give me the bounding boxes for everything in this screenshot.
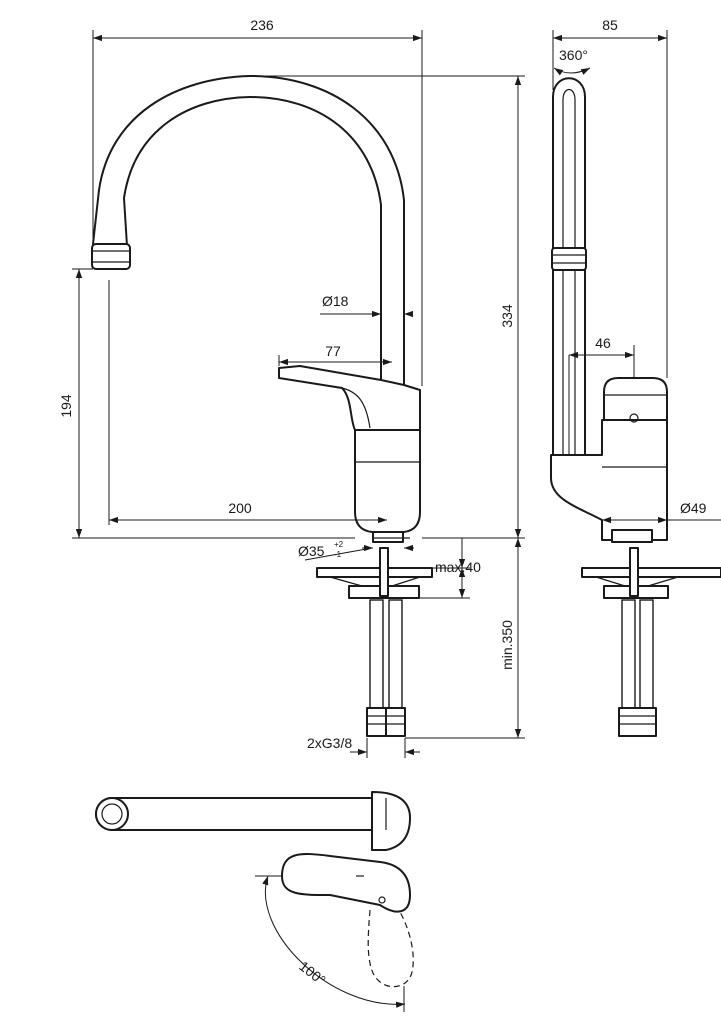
connector-stub: [372, 531, 404, 543]
top-lever: [281, 853, 411, 913]
spout-reach-label: 200: [228, 500, 252, 516]
side-body: [550, 419, 668, 541]
side-dimensions: 85 360° 46 Ø49: [552, 17, 721, 524]
spout-outline-outer: [92, 75, 405, 386]
side-indicator-dot: [629, 413, 639, 423]
top-view: 100°: [95, 791, 414, 1012]
top-spout-end-inner: [101, 803, 123, 825]
mounting-plate: [316, 567, 433, 578]
side-hose-right: [639, 599, 654, 709]
tolerance-lower: -1: [334, 550, 342, 559]
connections-label: 2xG3/8: [307, 735, 352, 751]
max-deck-label: max.40: [435, 559, 481, 575]
hose-fitting-left: [366, 707, 387, 737]
swivel-angle-label: 360°: [559, 47, 588, 63]
mounting-hole-label: Ø35: [298, 543, 325, 559]
top-lever-open-dashed: [367, 909, 414, 988]
body-diameter-label: Ø49: [680, 500, 707, 516]
total-height-label: 334: [499, 304, 515, 328]
swivel-arrow: [553, 67, 591, 76]
spout-outline-inner: [123, 96, 382, 381]
plate-support: [329, 576, 421, 587]
aerator: [91, 243, 131, 270]
front-view: [91, 75, 433, 737]
overall-depth-label: 85: [602, 17, 618, 33]
handle-length-label: 77: [325, 343, 341, 359]
tolerance-upper: +2: [334, 540, 344, 549]
threaded-rod: [379, 547, 389, 597]
hose-fitting-right: [385, 707, 406, 737]
side-spout-inner: [562, 88, 576, 455]
side-hose-left: [621, 599, 636, 709]
rotation-arc: [262, 875, 406, 1008]
side-spout-tube: [552, 77, 586, 456]
spout-clearance-label: 194: [58, 394, 74, 418]
side-view: [550, 77, 721, 737]
top-spout-end: [95, 797, 129, 831]
side-handle-cap: [603, 377, 668, 421]
hose-right: [388, 599, 403, 709]
side-threaded-rod: [629, 547, 639, 597]
lever-detail: [341, 387, 371, 429]
side-hose-fitting: [618, 707, 657, 737]
side-mounting-plate: [581, 567, 721, 578]
spout-diameter-label: Ø18: [322, 293, 349, 309]
front-dimensions: 236 334 194 200 Ø18 77 Ø35 +2 -1: [58, 17, 525, 758]
side-connector-stub: [611, 529, 653, 543]
min-hose-label: min.350: [499, 620, 515, 670]
lever-handle: [278, 365, 421, 431]
overall-width-label: 236: [250, 17, 274, 33]
hose-left: [369, 599, 384, 709]
side-aerator: [551, 247, 587, 271]
side-plate-support: [595, 576, 679, 587]
top-swivel-base: [371, 791, 411, 851]
top-spout: [95, 797, 386, 831]
mixer-body: [354, 429, 421, 533]
handle-offset-label: 46: [595, 335, 611, 351]
